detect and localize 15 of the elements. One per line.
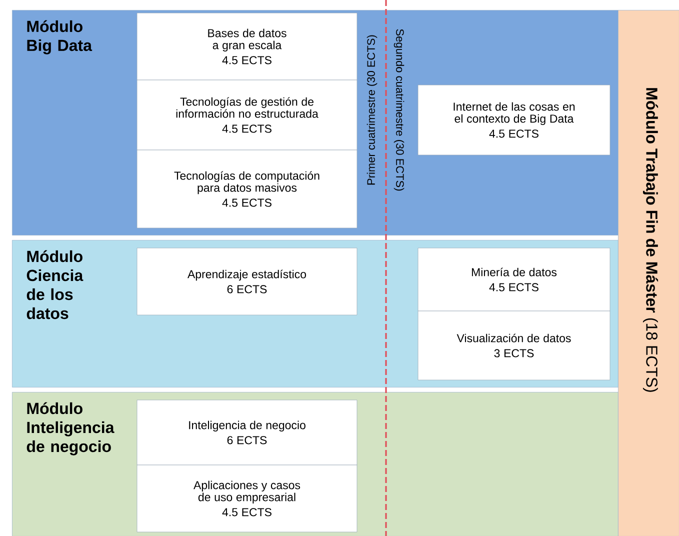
module-heading: Módulo Ciencia de los datos [26,250,84,320]
semester-label: Primer cuatrimestre (30 ECTS) [366,35,378,185]
module-heading: Módulo Big Data [27,20,92,54]
course-box: Bases de datos a gran escala 4.5 ECTS [136,12,358,80]
course-box: Aprendizaje estadístico 6 ECTS [136,248,358,316]
course-box: Aplicaciones y casos de uso empresarial 4.5 ECTS [136,464,358,532]
course-box: Minería de datos 4.5 ECTS [418,248,610,312]
course-box: Tecnologías de gestión de información no estructurada 4.5 ECTS [136,80,358,150]
module-heading: Módulo Inteligencia de negocio [26,402,114,456]
course-box: Internet de las cosas en el contexto de Big Data 4.5 ECTS [418,84,610,156]
semester-label: Segundo cuatrimestre (30 ECTS) [394,29,404,191]
module-band: Módulo Trabajo Fin de Máster (18 ECTS) [618,10,679,536]
course-box: Tecnologías de computación para datos masivos 4.5 ECTS [136,150,358,228]
course-box: Visualización de datos 3 ECTS [418,310,610,380]
course-box: Inteligencia de negocio 6 ECTS [136,400,358,466]
